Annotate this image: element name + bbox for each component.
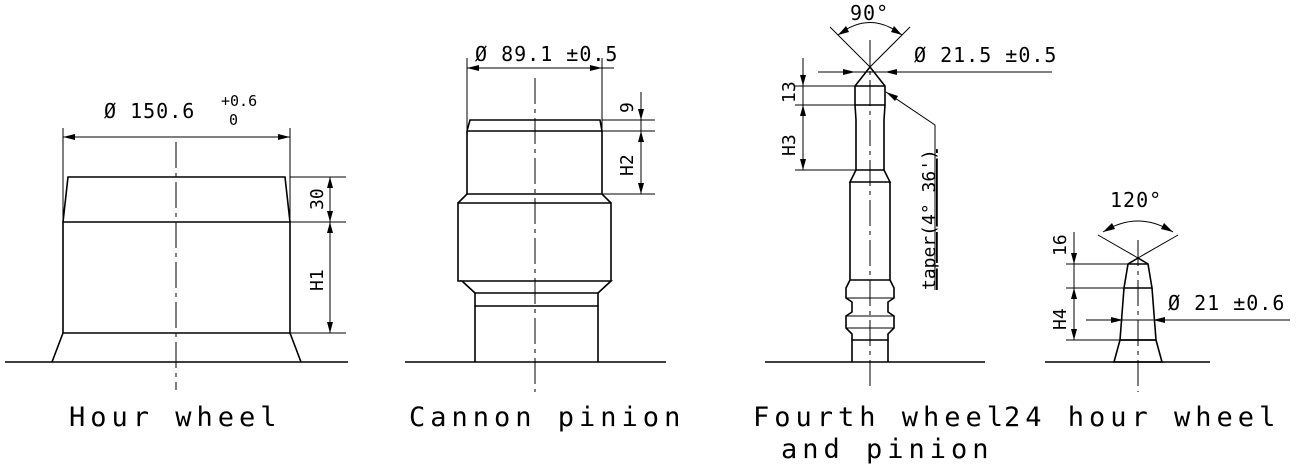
arrow-icon — [638, 183, 644, 194]
hour24-wheel-height-dim: H4 — [1050, 308, 1071, 330]
cannon-pinion-diameter-label: Ø 89.1 ±0.5 — [475, 42, 618, 66]
arrow-icon — [1111, 317, 1123, 323]
arrow-icon — [891, 26, 902, 35]
cannon-pinion-chamfer — [457, 193, 612, 204]
arrow-icon — [1161, 223, 1173, 232]
hour-wheel-diameter-label: Ø 150.6 — [104, 99, 195, 123]
cannon-pinion-caption: Cannon pinion — [409, 402, 685, 433]
arrow-icon — [327, 177, 333, 188]
arrow-icon — [63, 134, 75, 140]
arrow-icon — [278, 134, 290, 140]
fourth-wheel-top-dim: 13 — [779, 81, 800, 103]
cannon-pinion-top-dim: 9 — [617, 102, 638, 113]
hour24-wheel-diameter-label: Ø 21 ±0.6 — [1168, 291, 1285, 315]
arrow-icon — [800, 159, 806, 170]
hour24-wheel-angle-leg — [1097, 234, 1139, 259]
arrow-icon — [467, 65, 479, 71]
fourth-wheel-caption-line2: and pinion — [781, 434, 994, 465]
arrow-icon — [1071, 253, 1077, 264]
fourth-wheel-height-dim: H3 — [779, 134, 800, 156]
cannon-pinion-figure: Ø 89.1 ±0.5 9 H2 Cannon pinion — [405, 42, 685, 433]
hour-wheel-height-dim: H1 — [307, 269, 328, 291]
cannon-pinion-cone — [459, 280, 614, 306]
arrow-icon — [327, 222, 333, 233]
arrow-icon — [1153, 317, 1165, 323]
arrow-icon — [838, 26, 849, 35]
fourth-wheel-diameter-label: Ø 21.5 ±0.5 — [914, 43, 1057, 67]
fourth-wheel-caption-line1: Fourth wheel — [753, 402, 1008, 433]
fourth-wheel-angle-leg — [829, 26, 871, 68]
hour-wheel-tolerance-lower: 0 — [229, 111, 238, 129]
arrow-icon — [1071, 329, 1077, 340]
arrow-icon — [638, 109, 644, 120]
arrow-icon — [327, 322, 333, 333]
hour-wheel-figure: Ø 150.6 +0.6 0 30 H1 Hour wheel — [5, 92, 348, 433]
arrow-icon — [800, 105, 806, 116]
fourth-wheel-angle-leg — [869, 26, 911, 68]
cannon-pinion-stem — [474, 305, 599, 362]
cannon-pinion-height-dim: H2 — [617, 154, 638, 176]
arrow-icon — [327, 211, 333, 222]
fourth-wheel-angle-label: 90° — [850, 1, 889, 25]
arrow-icon — [800, 75, 806, 86]
hour24-wheel-figure: 120° Ø 21 ±0.6 16 H4 24 hour wheel — [1004, 188, 1290, 433]
arrow-icon — [1071, 288, 1077, 299]
arrow-icon — [886, 92, 898, 101]
fourth-wheel-taper-label: taper(4° 36') — [919, 149, 940, 290]
hour24-wheel-angle-leg — [1137, 234, 1179, 259]
fourth-wheel-taper-leader — [885, 91, 936, 290]
arrow-icon — [843, 69, 855, 75]
hour-wheel-tolerance-upper: +0.6 — [221, 92, 257, 110]
arrow-icon — [590, 65, 602, 71]
arrow-icon — [885, 69, 897, 75]
hour-wheel-caption: Hour wheel — [69, 402, 282, 433]
fourth-wheel-base-stem — [851, 340, 889, 362]
hour-wheel-top-dim: 30 — [307, 188, 328, 210]
hour24-wheel-angle-label: 120° — [1110, 188, 1162, 212]
arrow-icon — [1103, 223, 1115, 232]
fourth-wheel-figure: 90° Ø 21.5 ±0.5 13 H3 taper(4° 36') Four… — [753, 1, 1057, 465]
hour24-wheel-caption: 24 hour wheel — [1004, 402, 1280, 433]
hour24-wheel-top-dim: 16 — [1050, 234, 1071, 256]
arrow-icon — [638, 131, 644, 142]
